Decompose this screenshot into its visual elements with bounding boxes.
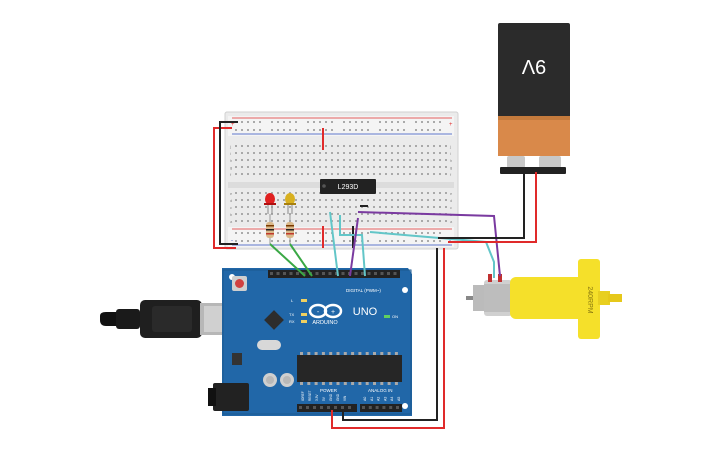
analog-pin-label: A5 xyxy=(397,397,401,401)
row-letter: d xyxy=(230,198,232,203)
analog-pin-label: A0 xyxy=(363,397,367,401)
wire-black-left[interactable] xyxy=(219,121,238,245)
wire-cyan-motor[interactable] xyxy=(369,231,495,278)
on-led xyxy=(384,315,390,318)
rx-led xyxy=(301,320,307,323)
row-letter: j xyxy=(449,144,451,149)
row-letter: f xyxy=(230,172,232,177)
tx-label: TX xyxy=(289,312,294,317)
power-pin-label: GND xyxy=(336,393,340,401)
wire-battery-black[interactable] xyxy=(438,172,525,239)
row-letter: c xyxy=(450,205,452,210)
wire-purple-motor[interactable] xyxy=(357,211,501,277)
wire-black-power[interactable] xyxy=(342,248,438,421)
wire-red-power[interactable] xyxy=(331,248,445,429)
arduino-logo: - + xyxy=(308,303,343,319)
svg-text:+: + xyxy=(449,122,453,128)
usb-chip xyxy=(264,310,284,330)
wires xyxy=(213,121,537,429)
rx-label: RX xyxy=(289,319,295,324)
row-letter: e xyxy=(450,191,453,196)
led-red[interactable] xyxy=(264,193,276,214)
motor-label: 240RPM xyxy=(586,286,593,313)
wire-red-left[interactable] xyxy=(213,127,236,249)
power-pin-label: 5V xyxy=(322,396,326,401)
battery-label: 9V xyxy=(521,55,546,77)
l-led xyxy=(301,299,307,302)
row-letter: g xyxy=(450,165,452,170)
analog-header[interactable] xyxy=(360,404,402,412)
row-letter: j xyxy=(229,144,231,149)
wire-green-2[interactable] xyxy=(289,243,313,277)
digital-label: DIGITAL (PWM~) xyxy=(346,288,381,293)
gear-motor[interactable]: 240RPM xyxy=(466,259,622,339)
row-letter: h xyxy=(230,158,232,163)
power-label: POWER xyxy=(320,388,338,393)
row-letter: b xyxy=(230,212,233,217)
row-letter: c xyxy=(230,205,232,210)
digital-header[interactable] xyxy=(268,270,400,278)
svg-text:-: - xyxy=(317,309,320,316)
analog-pin-label: A1 xyxy=(370,397,374,401)
wire-purple-1[interactable] xyxy=(349,217,359,277)
l293d-chip[interactable]: L293D xyxy=(320,179,376,194)
power-pin-label: RESET xyxy=(308,390,312,401)
power-jack[interactable] xyxy=(213,383,249,411)
led-yellow[interactable] xyxy=(284,193,296,214)
on-label: ON xyxy=(392,314,398,319)
row-letter: i xyxy=(230,151,231,156)
atmega-chip-pins xyxy=(300,352,398,385)
row-letter: a xyxy=(230,219,233,224)
power-pin-label: IOREF xyxy=(301,391,305,401)
resistor-1[interactable] xyxy=(266,214,274,244)
chip-label: L293D xyxy=(338,184,359,191)
wire-cyan-2[interactable] xyxy=(339,215,366,277)
analog-pin-label: A2 xyxy=(377,397,381,401)
arduino-logo-text: ARDUINO xyxy=(312,320,338,326)
voltage-regulator xyxy=(232,353,242,365)
usb-cable[interactable] xyxy=(100,300,236,338)
svg-text:-: - xyxy=(231,238,233,244)
battery-9v[interactable]: 9V xyxy=(498,23,570,174)
row-letter: g xyxy=(230,165,232,170)
row-letter: a xyxy=(450,219,453,224)
bottom-pin-holes xyxy=(299,406,399,409)
digital-pin-holes xyxy=(270,272,397,275)
svg-text:+: + xyxy=(231,122,235,128)
row-letter: e xyxy=(230,191,233,196)
power-pin-label: VIN xyxy=(343,395,347,401)
arduino-uno-board[interactable]: DIGITAL (PWM~) - + ARDUINO UNO L TX RX O… xyxy=(208,268,412,416)
arduino-model-text: UNO xyxy=(353,306,378,318)
power-pin-label: GND xyxy=(329,393,333,401)
l-label: L xyxy=(291,298,294,303)
tx-led xyxy=(301,313,307,316)
power-pin-label: 3.3V xyxy=(315,394,319,401)
row-letter: i xyxy=(450,151,451,156)
row-letter: d xyxy=(450,198,452,203)
wire-battery-red[interactable] xyxy=(448,172,537,243)
wire-green-1[interactable] xyxy=(269,243,306,277)
analog-pin-label: A3 xyxy=(383,397,387,401)
analog-label: ANALOG IN xyxy=(368,388,393,393)
atmega-chip xyxy=(297,355,402,382)
wire-cyan-1[interactable] xyxy=(329,211,339,277)
svg-text:+: + xyxy=(331,309,335,316)
analog-pin-label: A4 xyxy=(390,397,394,401)
row-letter: h xyxy=(450,158,452,163)
resistor-2[interactable] xyxy=(286,214,294,244)
row-letter: f xyxy=(450,172,452,177)
crystal xyxy=(257,340,281,350)
